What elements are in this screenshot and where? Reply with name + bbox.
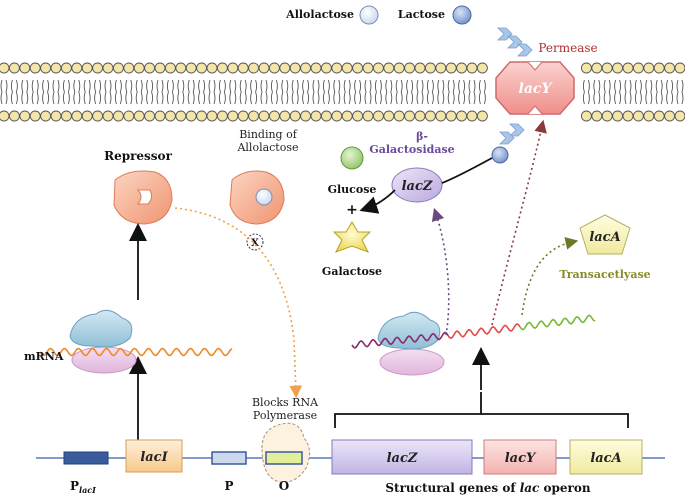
permease-protein: lacY	[495, 61, 575, 115]
lacy-translation-arrow	[491, 119, 547, 326]
lactose-uptake-chevrons	[497, 27, 533, 145]
left-ribosome	[69, 309, 137, 374]
binding-label-2: Allolactose	[236, 141, 298, 154]
permease-gene-label: lacY	[519, 81, 554, 97]
lactose-icon	[452, 5, 472, 25]
beta-gal-gene-label: lacZ	[402, 179, 433, 194]
bound-allolactose-icon	[255, 188, 273, 206]
lacz-mrna-segment	[351, 331, 449, 349]
inactive-mark: X	[251, 238, 259, 249]
promoter-label: P	[224, 479, 233, 493]
transacetylase-gene-label: lacA	[589, 230, 620, 245]
laca-gene-box	[569, 439, 643, 475]
lactose-label: Lactose	[398, 8, 445, 21]
blocks-label-2: Polymerase	[253, 409, 317, 422]
repressor-protein	[113, 170, 173, 225]
laca-translation-arrow	[521, 237, 579, 316]
laci-gene-box	[125, 439, 183, 473]
laca-mrna-segment	[519, 314, 596, 331]
lacy-gene-box	[483, 439, 557, 475]
laca-gene-label: lacA	[590, 451, 621, 466]
blocks-label-1: Blocks RNA	[252, 396, 319, 409]
structural-genes-bracket	[334, 413, 629, 428]
galactose-label: Galactose	[322, 265, 382, 278]
lacy-gene-label: lacY	[505, 451, 537, 466]
lactose-to-enzyme-line	[441, 157, 493, 184]
operator-label: O	[279, 479, 289, 493]
permease-label: Permease	[538, 41, 597, 55]
lacz-gene-box	[331, 439, 473, 475]
lacy-mrna-segment	[447, 322, 521, 340]
repressor-to-operator-arrow	[174, 207, 303, 399]
lactose-inside-icon	[491, 146, 509, 164]
beta-gal-enzyme	[391, 167, 443, 203]
glucose-icon	[340, 146, 364, 170]
right-ribosome	[377, 311, 445, 376]
operator-box	[265, 451, 303, 465]
repressor-label: Repressor	[104, 149, 172, 163]
allolactose-label: Allolactose	[285, 8, 354, 21]
inactive-marker	[246, 233, 264, 251]
lacz-gene-label: lacZ	[387, 451, 418, 466]
cell-membrane	[0, 62, 685, 122]
laci-gene-label: lacI	[140, 450, 168, 465]
left-mrna-strand	[39, 347, 233, 357]
structural-genes-label: Structural genes of lac operon	[385, 481, 591, 495]
allolactose-icon	[359, 5, 379, 25]
binding-label-1: Binding of	[239, 128, 297, 141]
beta-gal-label-2: Galactosidase	[369, 143, 454, 156]
laci-promoter-label: PlacI	[70, 479, 96, 495]
galactose-icon	[332, 221, 372, 253]
transacetylase-label: Transacetlyase	[559, 268, 650, 281]
promoter-box	[211, 451, 247, 465]
laci-promoter-box	[63, 451, 109, 465]
beta-gal-label-1: β-	[416, 130, 428, 143]
mrna-label: mRNA	[24, 350, 64, 363]
plus-sign: +	[346, 202, 358, 218]
enzyme-to-products-arrow	[359, 189, 396, 214]
transacetylase-enzyme	[579, 214, 631, 255]
lacz-translation-arrow	[431, 207, 450, 336]
glucose-label: Glucose	[328, 183, 377, 196]
